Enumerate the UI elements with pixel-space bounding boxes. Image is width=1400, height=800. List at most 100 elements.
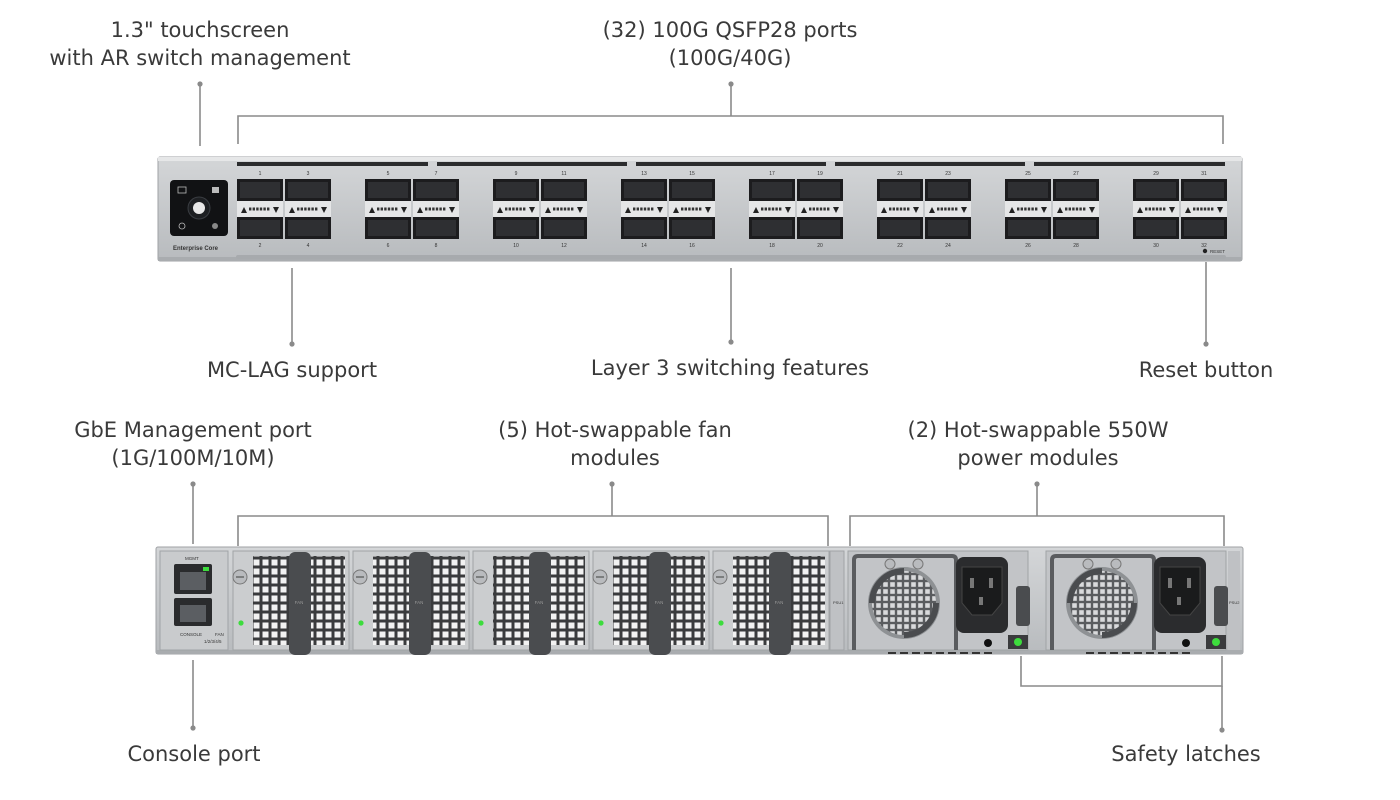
- fan-status-led: [598, 620, 604, 626]
- port-number-bottom: 24: [945, 243, 951, 249]
- leader-lines: [192, 84, 1225, 730]
- callout-power-line1: (2) Hot-swappable 550W: [907, 418, 1169, 442]
- port-number-top: 15: [689, 171, 695, 177]
- psu-status-led: [1014, 638, 1022, 646]
- fan-module[interactable]: FAN: [592, 550, 710, 655]
- fan-status-led: [238, 620, 244, 626]
- fan-module-label: FAN: [295, 600, 304, 605]
- bracket-power: [849, 515, 1225, 546]
- port-number-bottom: 22: [897, 243, 903, 249]
- port-number-top: 3: [307, 171, 310, 177]
- mgmt-port[interactable]: [174, 564, 212, 594]
- front-panel: Enterprise Core 123456789101112131415161…: [157, 156, 1243, 262]
- callout-touchscreen: 1.3" touchscreen with AR switch manageme…: [40, 16, 360, 72]
- power-module: [847, 550, 1030, 654]
- leader-dots: [190, 81, 1225, 733]
- port-number-top: 19: [817, 171, 823, 177]
- fan-module-label: FAN: [775, 600, 784, 605]
- port-number-bottom: 32: [1201, 243, 1207, 249]
- port-number-top: 17: [769, 171, 775, 177]
- power-module: [1045, 550, 1228, 654]
- callout-qsfp-line1: (32) 100G QSFP28 ports: [602, 18, 858, 42]
- port-group: 13 14 15 16: [621, 171, 715, 249]
- fan-numbers: 1/2/3/4/5: [204, 639, 222, 644]
- psu2-label: PSU2: [1229, 600, 1240, 605]
- callout-qsfp-line2: (100G/40G): [668, 46, 792, 70]
- model-label: Enterprise Core: [173, 246, 219, 252]
- fan-module-label: FAN: [655, 600, 664, 605]
- port-number-bottom: 30: [1153, 243, 1159, 249]
- fan-status-led: [358, 620, 364, 626]
- fan-handle[interactable]: [409, 552, 431, 655]
- port-header-bar: [1034, 162, 1225, 166]
- port-number-bottom: 16: [689, 243, 695, 249]
- port-number-top: 27: [1073, 171, 1079, 177]
- port-number-bottom: 28: [1073, 243, 1079, 249]
- port-number-top: 21: [897, 171, 903, 177]
- fan-module[interactable]: FAN: [352, 550, 470, 655]
- port-number-bottom: 20: [817, 243, 823, 249]
- port-header-bar: [237, 162, 428, 166]
- fan-handle[interactable]: [289, 552, 311, 655]
- port-number-bottom: 6: [387, 243, 390, 249]
- callout-fans-line2: modules: [570, 446, 660, 470]
- callout-layer3: Layer 3 switching features: [590, 356, 870, 380]
- fan-module[interactable]: FAN: [232, 550, 350, 655]
- callout-mgmt-line2: (1G/100M/10M): [111, 446, 275, 470]
- port-number-bottom: 18: [769, 243, 775, 249]
- fan-module[interactable]: FAN: [472, 550, 590, 655]
- port-number-top: 13: [641, 171, 647, 177]
- port-header-bar: [636, 162, 826, 166]
- bracket-latches: [1020, 656, 1223, 687]
- callout-power: (2) Hot-swappable 550W power modules: [888, 416, 1188, 472]
- callout-latches: Safety latches: [1111, 742, 1261, 766]
- port-number-top: 9: [515, 171, 518, 177]
- fan-handle[interactable]: [769, 552, 791, 655]
- port-number-bottom: 10: [513, 243, 519, 249]
- fan-label: FAN: [215, 632, 224, 637]
- console-label: CONSOLE: [180, 632, 202, 637]
- callout-mgmt-port: GbE Management port (1G/100M/10M): [53, 416, 333, 472]
- port-header-bar: [437, 162, 627, 166]
- psu1-label: PSU1: [833, 600, 844, 605]
- port-number-top: 31: [1201, 171, 1207, 177]
- fan-status-led: [718, 620, 724, 626]
- rear-panel: MGMT CONSOLE FAN 1/2/3/4/5 FAN FAN FAN FAN F…: [155, 546, 1244, 655]
- fan-module[interactable]: FAN: [712, 550, 830, 655]
- fan-handle[interactable]: [649, 552, 671, 655]
- port-number-top: 11: [561, 171, 566, 177]
- port-number-top: 29: [1153, 171, 1159, 177]
- callout-mclag: MC-LAG support: [206, 358, 378, 382]
- mgmt-label: MGMT: [185, 556, 199, 561]
- port-number-bottom: 2: [259, 243, 262, 249]
- port-number-bottom: 8: [435, 243, 438, 249]
- callout-console: Console port: [127, 742, 261, 766]
- touchscreen-display[interactable]: [170, 180, 228, 236]
- port-number-bottom: 14: [641, 243, 647, 249]
- callout-power-line2: power modules: [957, 446, 1119, 470]
- callout-mgmt-line1: GbE Management port: [74, 418, 312, 442]
- qsfp-port-groups: 1234567891011121314151617181920212223242…: [237, 162, 1227, 249]
- power-modules: [847, 550, 1228, 654]
- port-number-bottom: 26: [1025, 243, 1031, 249]
- port-group: 21 22 23 24: [877, 171, 971, 249]
- reset-button[interactable]: [1202, 248, 1208, 254]
- bracket-fans: [237, 515, 829, 546]
- fan-module-label: FAN: [535, 600, 544, 605]
- port-number-top: 5: [387, 171, 390, 177]
- console-port[interactable]: [174, 598, 212, 626]
- fan-module-label: FAN: [415, 600, 424, 605]
- bracket-qsfp: [237, 115, 1224, 144]
- port-header-bar: [835, 162, 1025, 166]
- port-group: 29 30 31 32: [1133, 171, 1227, 249]
- port-number-top: 23: [945, 171, 951, 177]
- callout-fans: (5) Hot-swappable fan modules: [465, 416, 765, 472]
- fan-handle[interactable]: [529, 552, 551, 655]
- callout-fans-line1: (5) Hot-swappable fan: [498, 418, 732, 442]
- callout-touchscreen-line2: with AR switch management: [49, 46, 351, 70]
